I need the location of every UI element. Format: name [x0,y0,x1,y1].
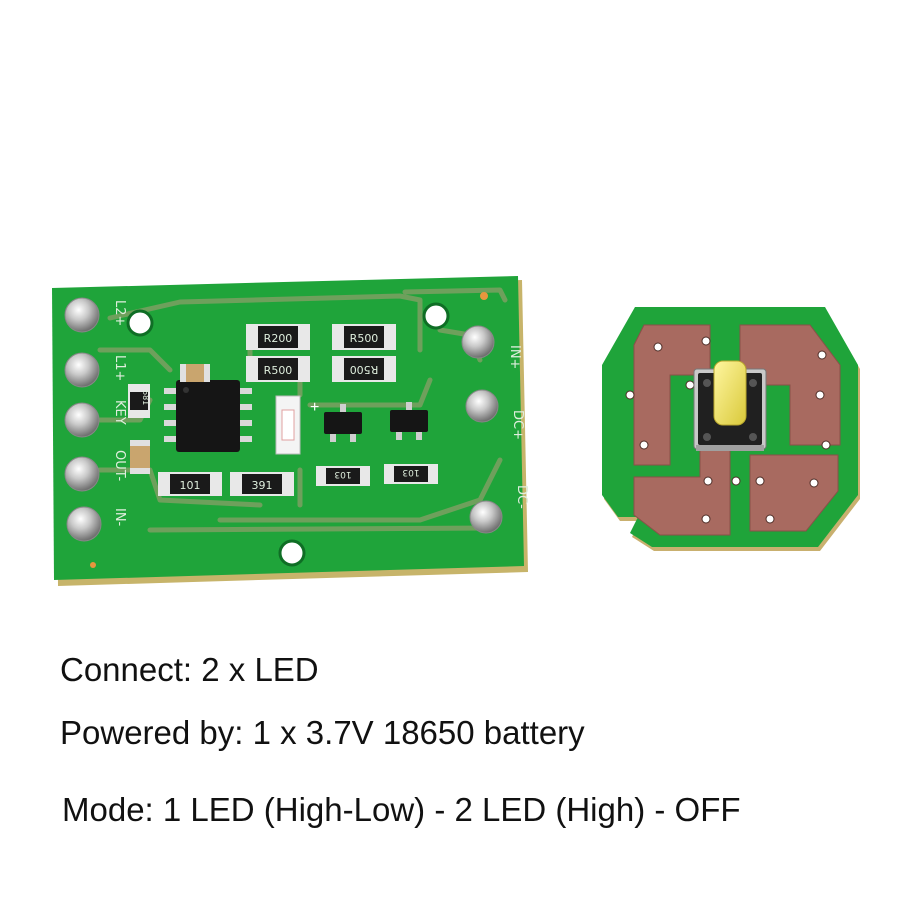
via-holes [625,336,831,524]
pin-label-dc-plus: DC+ [510,410,525,440]
capacitors [130,364,210,474]
diode-polarity-mark: + [310,399,319,416]
smd-diode: + [275,395,319,455]
transistor-right [390,402,428,440]
resistor-r200: R200 [246,324,310,350]
switch-pads [633,324,841,536]
ic-chip [164,380,252,452]
resistor-101: 101 [158,472,222,496]
product-photo: L2+ L1+ KEY OUT- IN- IN+ DC+ DC- [52,276,860,586]
caption-powered-by: Powered by: 1 x 3.7V 18650 battery [60,714,585,751]
resistor-103-left-marking: 103 [334,469,351,479]
resistor-681: 681 [128,384,150,418]
pin-label-l1-plus: L1+ [112,355,127,381]
resistor-391-marking: 391 [252,479,273,492]
pin-label-dc-minus: DC- [514,485,529,509]
resistor-r500-right: R500 [332,356,396,382]
resistor-391: 391 [230,472,294,496]
pin-label-key: KEY [112,400,127,425]
button-cap [713,360,747,426]
resistor-r500-top: R500 [332,324,396,350]
pin-label-out-minus: OUT- [112,450,127,481]
transistor-left [324,404,362,442]
pin-label-l2-plus: L2+ [112,300,127,326]
resistor-103-left: 103 [316,466,370,486]
resistor-r500-left-marking: R500 [264,364,293,377]
pin-label-in-minus: IN- [112,508,127,527]
right-pins [461,325,503,534]
led-driver-board: L2+ L1+ KEY OUT- IN- IN+ DC+ DC- [52,276,529,586]
caption-connect: Connect: 2 x LED [60,651,319,688]
mounting-holes [90,292,488,568]
tactile-button [693,360,767,451]
resistor-101-marking: 101 [180,479,201,492]
resistor-r200-marking: R200 [264,332,293,345]
switch-board [602,307,860,551]
resistor-681-marking: 681 [141,390,150,405]
resistor-103-right-marking: 103 [402,467,419,477]
resistor-103-right: 103 [384,464,438,484]
resistor-r500-left: R500 [246,356,310,382]
caption-mode: Mode: 1 LED (High-Low) - 2 LED (High) - … [62,791,741,828]
resistor-r500-right-marking: R500 [350,363,379,376]
left-pins [64,297,102,542]
pin-label-in-plus: IN+ [507,345,522,369]
resistor-r500-top-marking: R500 [350,332,379,345]
